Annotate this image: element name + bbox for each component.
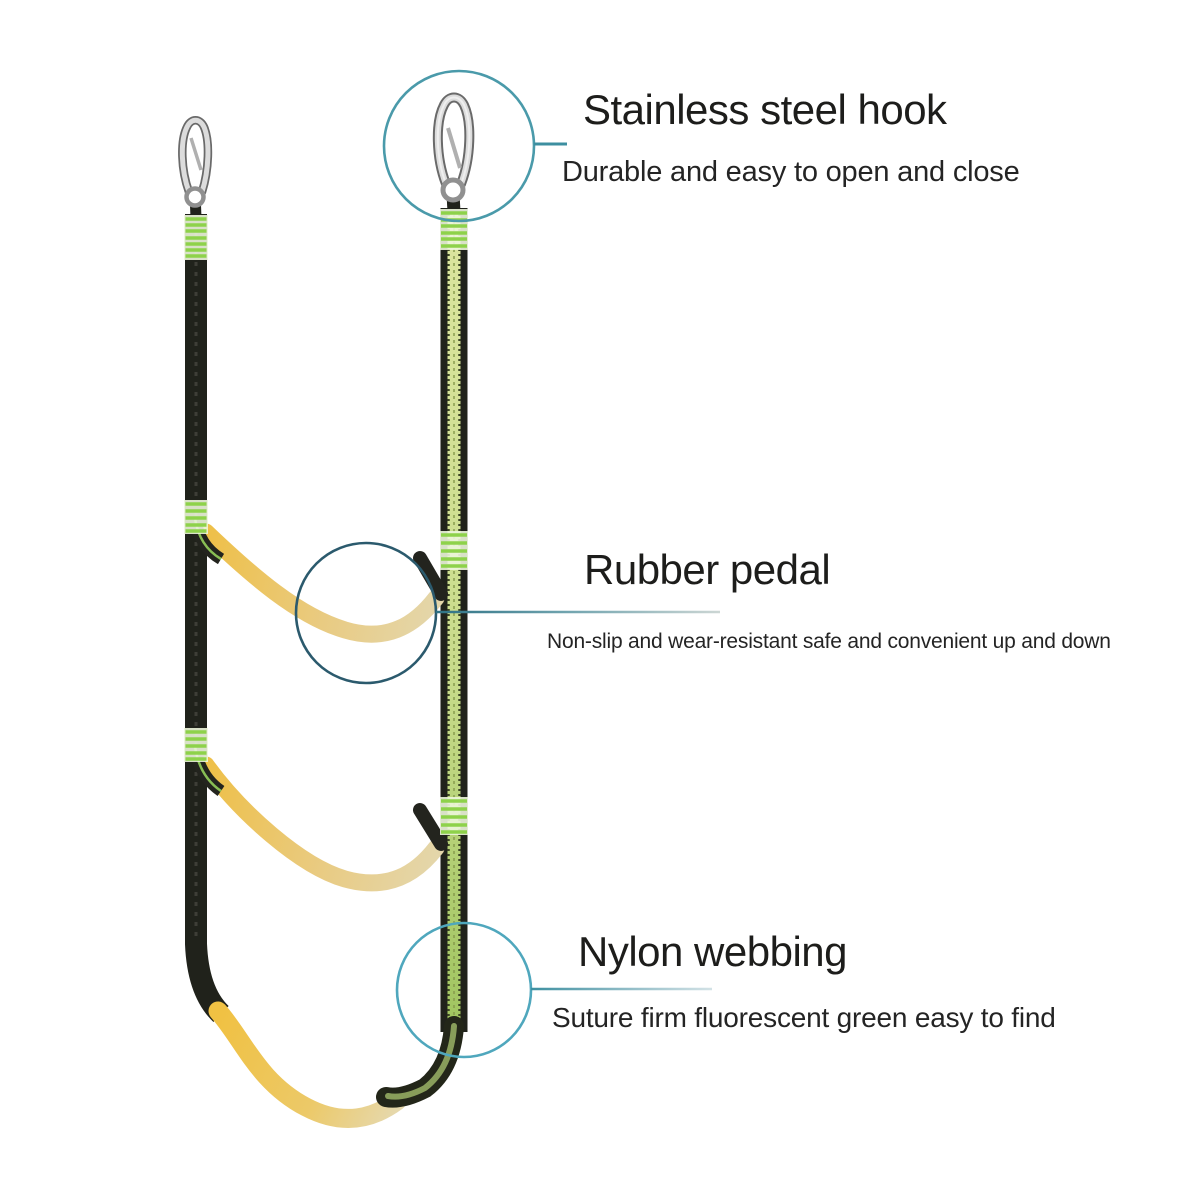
stainless-steel-hook-left-icon	[178, 116, 213, 208]
stainless-steel-hook-right-icon	[432, 92, 475, 203]
callout-title-nylon-webbing: Nylon webbing	[578, 928, 848, 975]
right-webbing-strap	[376, 193, 468, 1108]
rubber-pedal-middle	[189, 745, 448, 892]
rubber-pedal-top	[189, 516, 448, 643]
bottom-step-webbing	[208, 1001, 407, 1128]
callout-description-stainless-steel-hook: Durable and easy to open and close	[562, 156, 1020, 188]
callout-annotations	[294, 69, 720, 1059]
fluorescent-stitching	[184, 209, 468, 835]
callout-title-rubber-pedal: Rubber pedal	[584, 546, 831, 593]
callout-title-stainless-steel-hook: Stainless steel hook	[583, 86, 947, 133]
callout-circle-hook	[382, 69, 536, 223]
left-webbing-strap	[185, 191, 230, 1022]
callout-description-nylon-webbing: Suture firm fluorescent green easy to fi…	[552, 1002, 1056, 1033]
callout-description-rubber-pedal: Non-slip and wear-resistant safe and con…	[547, 630, 1111, 653]
